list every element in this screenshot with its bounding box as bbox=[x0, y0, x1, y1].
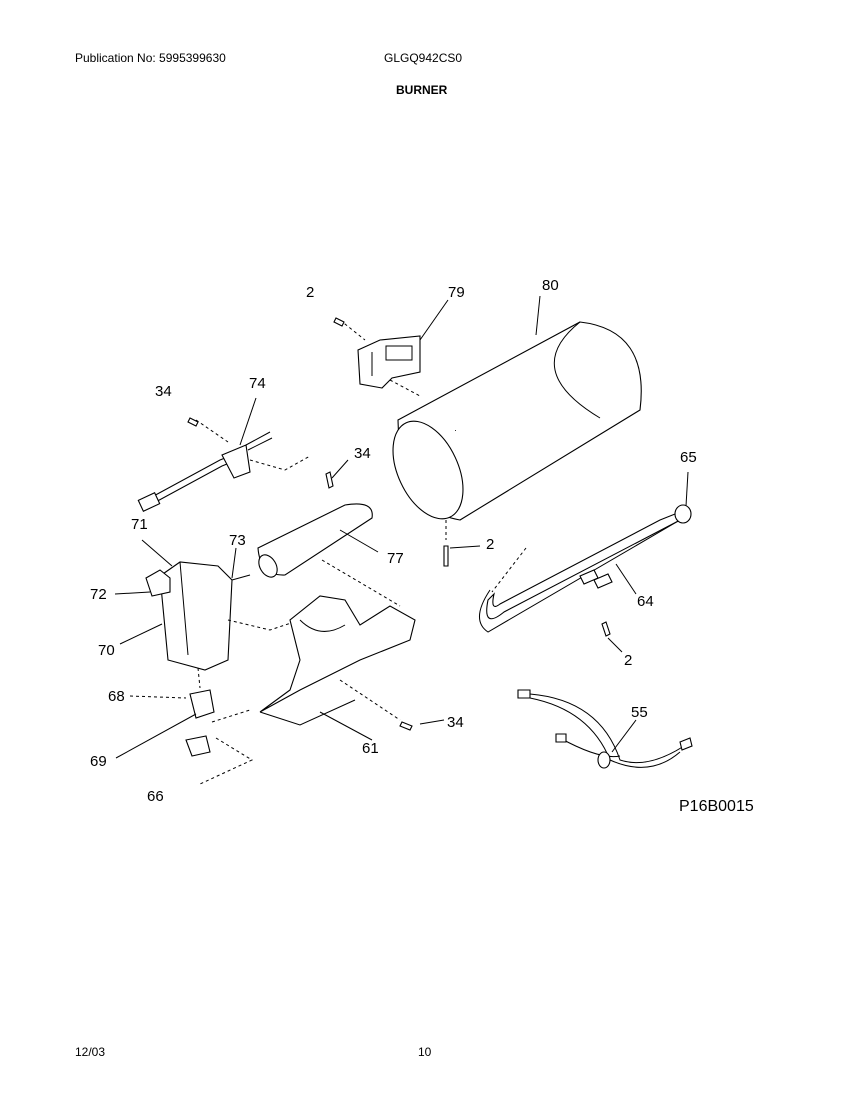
callout-2-b: 2 bbox=[486, 536, 494, 553]
part-34-screw-middle bbox=[325, 459, 349, 489]
callout-72: 72 bbox=[90, 586, 107, 603]
callout-64: 64 bbox=[637, 593, 654, 610]
part-61-burner-bracket bbox=[259, 595, 445, 741]
part-2-screw-middle bbox=[443, 520, 481, 567]
part-64-gas-tube bbox=[479, 471, 692, 633]
part-68-69-orifice bbox=[115, 689, 254, 785]
callout-55: 55 bbox=[631, 704, 648, 721]
part-80-combustion-chamber bbox=[392, 295, 642, 521]
part-77-burner-tube bbox=[257, 503, 401, 607]
callout-68: 68 bbox=[108, 688, 125, 705]
part-2-screw-right bbox=[601, 621, 623, 653]
callout-2-c: 2 bbox=[624, 652, 632, 669]
callout-79: 79 bbox=[448, 284, 465, 301]
callout-34-c: 34 bbox=[447, 714, 464, 731]
callout-70: 70 bbox=[98, 642, 115, 659]
part-79-bracket bbox=[333, 299, 449, 397]
publication-number: Publication No: 5995399630 bbox=[75, 51, 226, 65]
footer-date: 12/03 bbox=[75, 1045, 106, 1059]
callout-66: 66 bbox=[147, 788, 164, 805]
callout-80: 80 bbox=[542, 277, 559, 294]
callout-69: 69 bbox=[90, 753, 107, 770]
model-number: GLGQ942CS0 bbox=[384, 51, 463, 65]
callout-73: 73 bbox=[229, 532, 246, 549]
part-70-gas-valve bbox=[114, 539, 301, 689]
callout-74: 74 bbox=[249, 375, 266, 392]
part-55-wire-harness bbox=[517, 689, 693, 769]
callout-65: 65 bbox=[680, 449, 697, 466]
callout-2-a: 2 bbox=[306, 284, 314, 301]
drawing-code: P16B0015 bbox=[679, 798, 754, 815]
part-74-flame-sensor bbox=[137, 397, 311, 512]
callout-61: 61 bbox=[362, 740, 379, 757]
callout-34-b: 34 bbox=[354, 445, 371, 462]
callout-34-a: 34 bbox=[155, 383, 172, 400]
callout-71: 71 bbox=[131, 516, 148, 533]
callout-77: 77 bbox=[387, 550, 404, 567]
page-title: BURNER bbox=[396, 83, 448, 97]
footer-page-number: 10 bbox=[418, 1045, 432, 1059]
